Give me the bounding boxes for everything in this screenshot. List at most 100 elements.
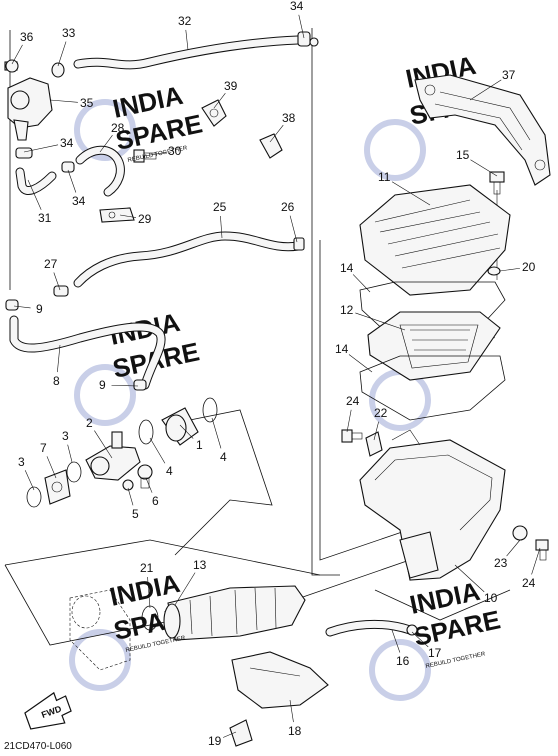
callout-1: 1	[196, 438, 203, 452]
guide-line-lower-frame-left	[4, 564, 176, 646]
part-33-clip	[51, 62, 65, 78]
leader-lines	[11, 14, 541, 738]
part-20-grommet	[487, 266, 501, 276]
leader-line	[67, 169, 77, 193]
callout-24-upper: 24	[346, 394, 360, 408]
part-4-clamp-left	[138, 419, 154, 445]
watermark-text-spare: SPARE	[411, 604, 503, 652]
part-34-clip-mid	[15, 147, 33, 159]
leader-line	[11, 44, 23, 65]
callout-33: 33	[62, 26, 76, 40]
callout-2: 2	[86, 416, 93, 430]
leader-line	[174, 572, 196, 606]
leader-line	[57, 41, 67, 67]
callout-4-left: 4	[166, 464, 173, 478]
fwd-arrow: FWD	[24, 691, 72, 730]
guide-line-intake-frame	[164, 409, 273, 556]
leader-line	[470, 159, 498, 177]
callout-38: 38	[282, 111, 296, 125]
leader-line	[147, 576, 151, 609]
callout-18: 18	[288, 724, 302, 738]
watermark-logo-icon	[74, 364, 136, 426]
leader-line	[223, 731, 237, 738]
part-21-clamp	[141, 605, 159, 631]
part-4-clamp-right	[202, 397, 218, 423]
leader-line	[27, 179, 42, 210]
part-13-intake-duct	[163, 585, 306, 641]
part-23-grommet	[512, 525, 528, 541]
part-35-air-valve	[7, 77, 53, 141]
part-7-gasket-plate	[44, 469, 71, 505]
leader-line	[289, 699, 294, 723]
part-3-o-ring-left	[26, 486, 42, 508]
callout-30: 30	[168, 144, 182, 158]
part-3-o-ring-right	[66, 461, 82, 483]
part-28-hose	[75, 145, 125, 197]
guide-line-right-vertical	[311, 28, 340, 576]
callout-31: 31	[38, 211, 52, 225]
callout-29: 29	[138, 212, 152, 226]
callout-6: 6	[152, 494, 159, 508]
leader-line	[469, 79, 502, 101]
callout-37: 37	[502, 68, 516, 82]
leader-line	[499, 267, 520, 272]
callout-25: 25	[213, 200, 227, 214]
part-25-hose	[73, 231, 303, 288]
callout-14-lower: 14	[335, 342, 349, 356]
part-39-clamp	[201, 99, 227, 127]
part-34-clip-lower	[61, 161, 75, 173]
callout-19: 19	[208, 734, 222, 748]
watermark-text-india: INDIA	[407, 576, 483, 620]
watermark-logo-icon	[69, 629, 131, 691]
part-12-air-filter-element	[367, 311, 501, 381]
part-34-clip-top	[297, 31, 319, 47]
throttle-body-outline	[69, 589, 131, 671]
leader-line	[46, 456, 57, 479]
leader-line	[149, 437, 166, 464]
callout-5: 5	[132, 507, 139, 521]
callout-3-right: 3	[62, 429, 69, 443]
callout-13: 13	[193, 558, 207, 572]
leader-line	[99, 135, 113, 153]
callout-10: 10	[484, 591, 498, 605]
leader-line	[185, 29, 189, 51]
callout-14-upper: 14	[340, 261, 354, 275]
part-18-cover	[231, 651, 329, 709]
leader-line	[179, 424, 194, 439]
part-27-clip	[53, 285, 69, 297]
callout-22: 22	[374, 406, 388, 420]
part-2-intake-manifold	[85, 431, 141, 481]
part-29-gasket-plate	[99, 207, 135, 223]
leader-line	[53, 272, 61, 291]
callout-27: 27	[44, 257, 58, 271]
part-24-bolt	[341, 429, 363, 443]
leader-line	[269, 124, 284, 143]
callout-24-lower: 24	[522, 576, 536, 590]
callout-32: 32	[178, 14, 192, 28]
part-9-clip-lower	[133, 379, 147, 391]
callout-36: 36	[20, 30, 34, 44]
watermark-logo-icon	[369, 639, 431, 701]
part-17-clip	[406, 624, 418, 636]
leader-line	[348, 354, 373, 373]
callout-3-left: 3	[18, 455, 25, 469]
figure-code: 21CD470-L060	[4, 741, 72, 751]
leader-line	[506, 539, 521, 557]
callout-12: 12	[340, 303, 354, 317]
callout-labels: 1 2 3 3 4 4 5 6 7 8 9 9 10 11 12 13 14 1…	[4, 0, 536, 752]
part-8-hose	[9, 315, 166, 390]
leader-line	[346, 409, 352, 433]
callout-8: 8	[53, 374, 60, 388]
callout-34-lower: 34	[72, 194, 86, 208]
leader-line	[391, 181, 431, 206]
leader-line	[220, 215, 223, 239]
part-37-bracket	[414, 74, 551, 186]
callout-17: 17	[428, 646, 442, 660]
part-38-clamp	[259, 133, 283, 159]
callout-35: 35	[80, 96, 94, 110]
part-22-bracket	[365, 431, 383, 457]
leader-line	[49, 99, 78, 103]
part-1-intake-joint	[161, 407, 199, 446]
leader-line	[352, 274, 371, 293]
